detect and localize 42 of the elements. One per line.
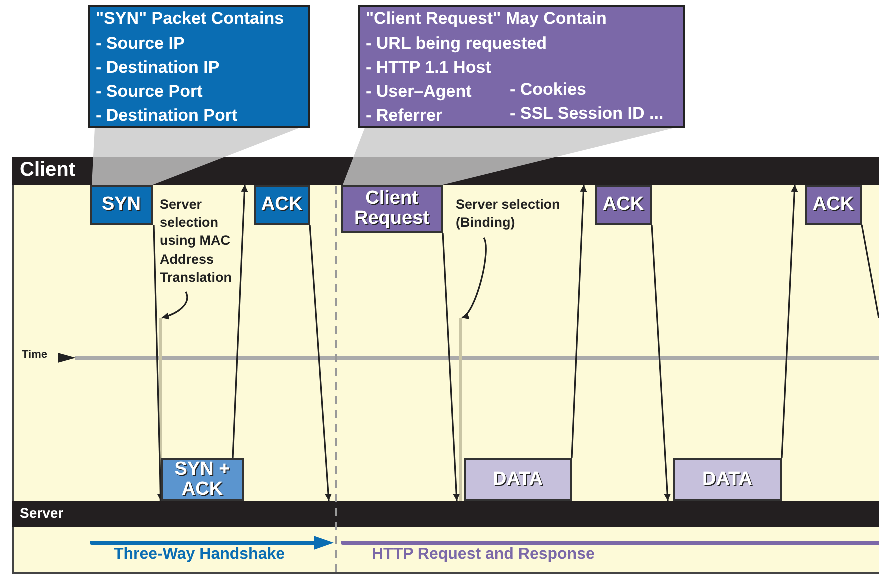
message-arrow — [571, 184, 588, 458]
callout-box — [88, 5, 310, 128]
list-item: - HTTP 1.1 Host — [366, 58, 492, 78]
list-item: - User–Agent — [366, 82, 472, 102]
message-arrow — [309, 224, 332, 502]
timeline-marker-line — [459, 318, 462, 501]
message-arrow — [442, 232, 460, 502]
packet-box: SYN + ACK — [161, 458, 244, 501]
list-item: - Source IP — [96, 34, 185, 54]
packet-box: ACK — [595, 185, 652, 225]
data-packet-box: DATA — [464, 458, 572, 501]
phase-label: Three-Way Handshake — [114, 546, 286, 564]
list-item: - Referrer — [366, 106, 443, 126]
annotation-text: Server selection (Binding) — [456, 196, 576, 238]
list-item: - SSL Session ID ... — [510, 104, 664, 124]
leader-arrow — [162, 292, 188, 320]
packet-box: SYN — [90, 185, 153, 225]
list-item: - Cookies — [510, 80, 587, 100]
phase-label: HTTP Request and Response — [372, 546, 595, 564]
callout-box — [358, 5, 685, 128]
leader-arrow — [462, 238, 487, 319]
list-item: - URL being requested — [366, 34, 548, 54]
lane-label: Server — [20, 505, 64, 521]
annotation-text: Server selection using MAC Address Translation — [160, 196, 252, 292]
timeline-marker-line — [159, 318, 162, 501]
lane-label: Client — [20, 159, 76, 182]
axis-label: Time — [22, 349, 48, 361]
callout-pointer — [92, 128, 300, 185]
packet-box: Client Request — [341, 185, 443, 233]
message-arrow — [651, 224, 672, 502]
server-timeline-bar — [12, 501, 879, 527]
callout-heading: "SYN" Packet Contains — [96, 9, 284, 29]
packet-box: ACK — [254, 185, 310, 225]
message-arrow — [232, 184, 248, 458]
packet-box: ACK — [805, 185, 862, 225]
callout-pointer — [343, 128, 675, 185]
list-item: - Destination IP — [96, 58, 220, 78]
list-item: - Destination Port — [96, 106, 238, 126]
callout-heading: "Client Request" May Contain — [366, 9, 607, 29]
list-item: - Source Port — [96, 82, 203, 102]
data-packet-box: DATA — [673, 458, 782, 501]
message-arrow — [781, 184, 798, 458]
